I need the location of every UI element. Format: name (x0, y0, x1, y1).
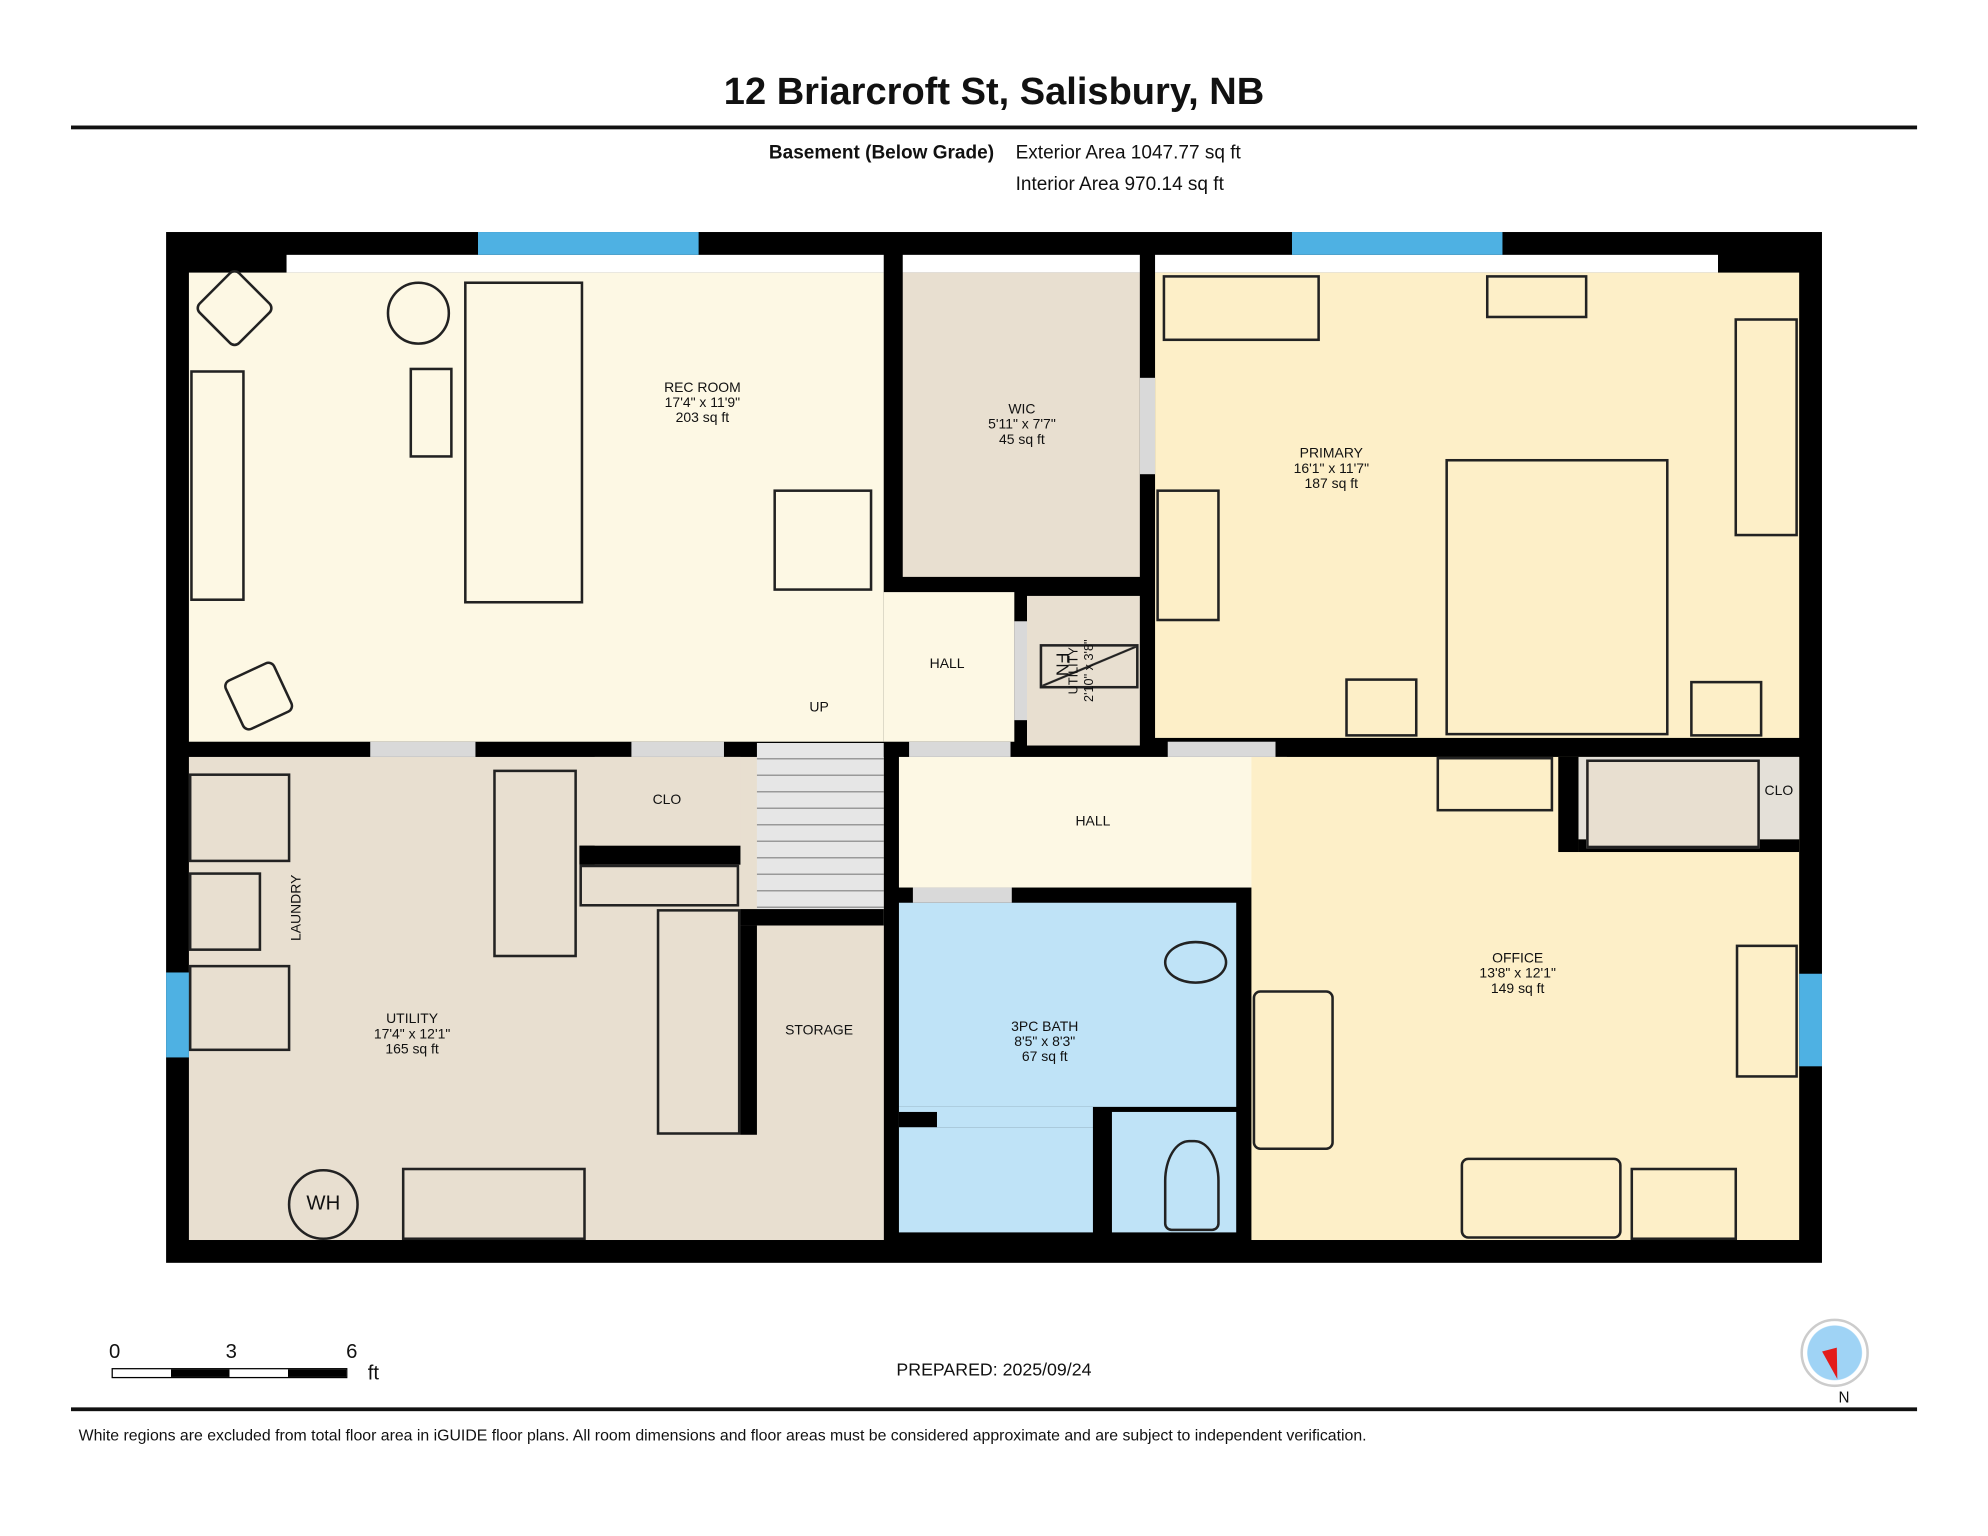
level-label: Basement (Below Grade) (768, 142, 995, 164)
door[interactable] (631, 741, 724, 757)
bed (1445, 458, 1669, 736)
scale-graphic (111, 1368, 348, 1379)
wall (579, 845, 741, 865)
room-label-clo-left: CLO (652, 792, 682, 808)
room-rec (188, 272, 884, 742)
excluded-region (1155, 254, 1719, 273)
shelf (493, 769, 577, 958)
room-label-clo-right: CLO (1764, 783, 1794, 799)
shelf (579, 864, 740, 907)
door[interactable] (1014, 621, 1027, 721)
cabinet (1630, 1167, 1738, 1241)
door[interactable] (909, 741, 1011, 757)
compass (1800, 1318, 1869, 1388)
water-heater-label: WH (306, 1193, 341, 1215)
dresser (1485, 275, 1588, 319)
sofa (464, 281, 584, 604)
dryer (188, 773, 291, 863)
toilet (1163, 1139, 1220, 1232)
closet-shelf (1586, 759, 1760, 849)
scale-tick: 0 (109, 1341, 121, 1363)
round-table (386, 281, 451, 345)
window (477, 232, 699, 255)
door[interactable] (1139, 377, 1156, 475)
stairs-up-label: UP (809, 699, 829, 716)
dresser (1734, 318, 1798, 537)
nightstand (1345, 678, 1418, 737)
dresser (1436, 756, 1554, 812)
room-hall-lower (898, 756, 1287, 888)
page-title: 12 Briarcroft St, Salisbury, NB (723, 71, 1265, 113)
side-table (773, 489, 873, 591)
excluded-region (286, 254, 884, 273)
furnace-label: FN (1052, 652, 1074, 677)
wall (898, 1111, 937, 1128)
scale-tick: 3 (225, 1341, 237, 1363)
desk (1156, 489, 1220, 622)
office-desk (1460, 1157, 1622, 1239)
wall (740, 925, 757, 1135)
disclaimer: White regions are excluded from total fl… (78, 1426, 1367, 1445)
room-primary (1155, 272, 1800, 738)
title-divider (71, 125, 1918, 130)
shelf (656, 909, 741, 1135)
door[interactable] (1167, 741, 1276, 757)
compass-label: N (1838, 1388, 1850, 1407)
tv-stand (190, 370, 245, 601)
scale-unit: ft (367, 1362, 379, 1385)
exterior-area: Exterior Area 1047.77 sq ft (1015, 142, 1241, 164)
room-clo-left (594, 756, 741, 846)
window (1799, 973, 1822, 1067)
bath-floor (898, 1106, 1093, 1128)
dresser (1162, 275, 1320, 342)
footer-divider (71, 1407, 1918, 1412)
room-label-laundry: LAUNDRY (289, 874, 305, 942)
laundry-sink (188, 872, 262, 951)
wall (1558, 756, 1579, 853)
workbench (401, 1167, 586, 1241)
room-label-storage: STORAGE (785, 1023, 854, 1039)
washer (188, 964, 291, 1052)
excluded-region (902, 254, 1140, 273)
compass-needle-icon (1822, 1347, 1845, 1381)
room-bath-shower (898, 1127, 1093, 1233)
bath-sink (1163, 940, 1228, 984)
room-label-hall-lower: HALL (1075, 813, 1111, 830)
door[interactable] (370, 741, 476, 757)
nightstand (1690, 680, 1763, 737)
furnace (1039, 644, 1139, 689)
room-label-hall-upper: HALL (929, 656, 965, 672)
office-desk (1252, 990, 1334, 1150)
coffee-table (409, 367, 453, 458)
scale-tick: 6 (346, 1341, 358, 1363)
wall (740, 909, 884, 926)
stairs[interactable] (756, 742, 884, 910)
window (166, 972, 189, 1058)
room-storage (756, 925, 884, 1241)
window (1291, 232, 1503, 255)
water-heater: WH (287, 1169, 359, 1241)
prepared-date: PREPARED: 2025/09/24 (896, 1359, 1092, 1380)
cabinet (1735, 944, 1798, 1078)
room-wic (902, 272, 1140, 577)
interior-area: Interior Area 970.14 sq ft (1015, 173, 1224, 196)
room-bath (898, 902, 1237, 1107)
door[interactable] (912, 887, 1012, 903)
room-hall-upper (883, 592, 1015, 742)
